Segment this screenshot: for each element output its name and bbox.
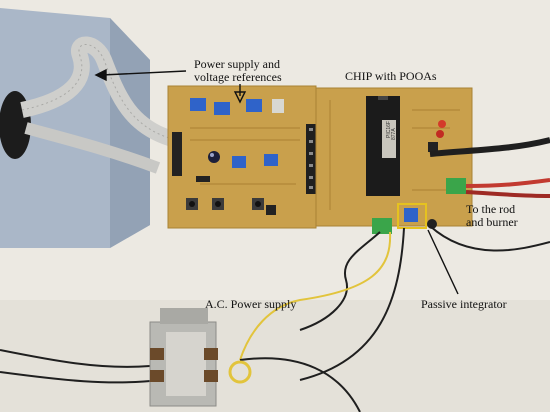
annotation-arrows bbox=[94, 68, 459, 295]
rod-burner-label: To the rod and burner bbox=[466, 203, 518, 229]
chip-board: PIC16F 877A bbox=[315, 87, 473, 234]
integrator-highlight-box bbox=[397, 203, 427, 229]
probe-cables bbox=[0, 137, 550, 412]
ribbon-cable bbox=[20, 36, 179, 174]
chip-marking-line-2: 877A bbox=[391, 128, 397, 140]
power-supply-label-line-2: voltage references bbox=[194, 70, 282, 84]
power-supply-board bbox=[167, 85, 330, 229]
rod-burner-label-line-1: To the rod bbox=[466, 202, 516, 216]
chip-label: CHIP with POOAs bbox=[345, 69, 437, 83]
rod-burner-label-line-2: and burner bbox=[466, 215, 518, 229]
power-supply-label-line-1: Power supply and bbox=[194, 57, 280, 71]
ac-supply-label: A.C. Power supply bbox=[205, 297, 297, 311]
integrator-label: Passive integrator bbox=[421, 297, 507, 311]
ac-transformer bbox=[149, 308, 218, 407]
power-supply-label: Power supply and voltage references bbox=[194, 58, 282, 84]
chip-marking-line-1: PIC16F bbox=[386, 121, 392, 138]
